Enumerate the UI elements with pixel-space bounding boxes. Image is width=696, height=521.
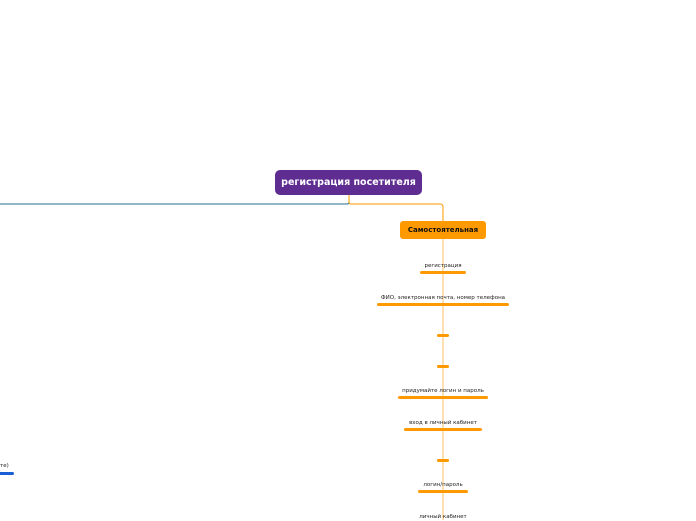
sub-node-underline xyxy=(377,303,509,306)
sub-node-underline xyxy=(437,459,449,462)
sub-node-underline xyxy=(420,271,466,274)
sub-node-contacts[interactable]: ФИО, электронная почта, номер телефона xyxy=(377,294,509,306)
left-node-underline[interactable] xyxy=(0,472,14,475)
sub-node-label: ФИО, электронная почта, номер телефона xyxy=(380,295,506,301)
sub-node-label xyxy=(437,450,449,458)
sub-node-empty-1[interactable] xyxy=(437,325,449,337)
sub-node-label: вход в личный кабинет xyxy=(409,420,477,426)
sub-node-empty-2[interactable] xyxy=(437,356,449,368)
sub-node-empty-3[interactable] xyxy=(437,450,449,462)
left-connector xyxy=(0,195,350,205)
sub-node-label: логин/пароль xyxy=(423,482,463,488)
sub-node-label: придумайте логин и пароль xyxy=(402,388,484,394)
sub-node-label: регистрация xyxy=(424,263,462,269)
sub-node-registration[interactable]: регистрация xyxy=(420,262,466,274)
sub-node-label: личный кабинет xyxy=(419,514,467,520)
root-label: регистрация посетителя xyxy=(281,177,416,188)
sub-node-underline xyxy=(437,334,449,337)
root-node[interactable]: регистрация посетителя xyxy=(275,170,422,195)
sub-node-underline xyxy=(398,396,488,399)
sub-node-login-password[interactable]: логин/пароль xyxy=(418,481,468,493)
sub-node-underline xyxy=(404,428,482,431)
branch-node-self[interactable]: Самостоятельная xyxy=(400,221,486,239)
sub-node-underline xyxy=(437,365,449,368)
sub-node-label xyxy=(437,356,449,364)
left-node-label: те) xyxy=(0,463,9,469)
branch-title: Самостоятельная xyxy=(407,226,479,234)
sub-node-login-cabinet[interactable]: вход в личный кабинет xyxy=(404,419,482,431)
sub-node-personal-cabinet[interactable]: личный кабинет xyxy=(416,513,470,521)
sub-node-create-login[interactable]: придумайте логин и пароль xyxy=(398,387,488,399)
sub-node-label xyxy=(437,325,449,333)
branch-connector xyxy=(348,195,444,221)
sub-node-underline xyxy=(418,490,468,493)
